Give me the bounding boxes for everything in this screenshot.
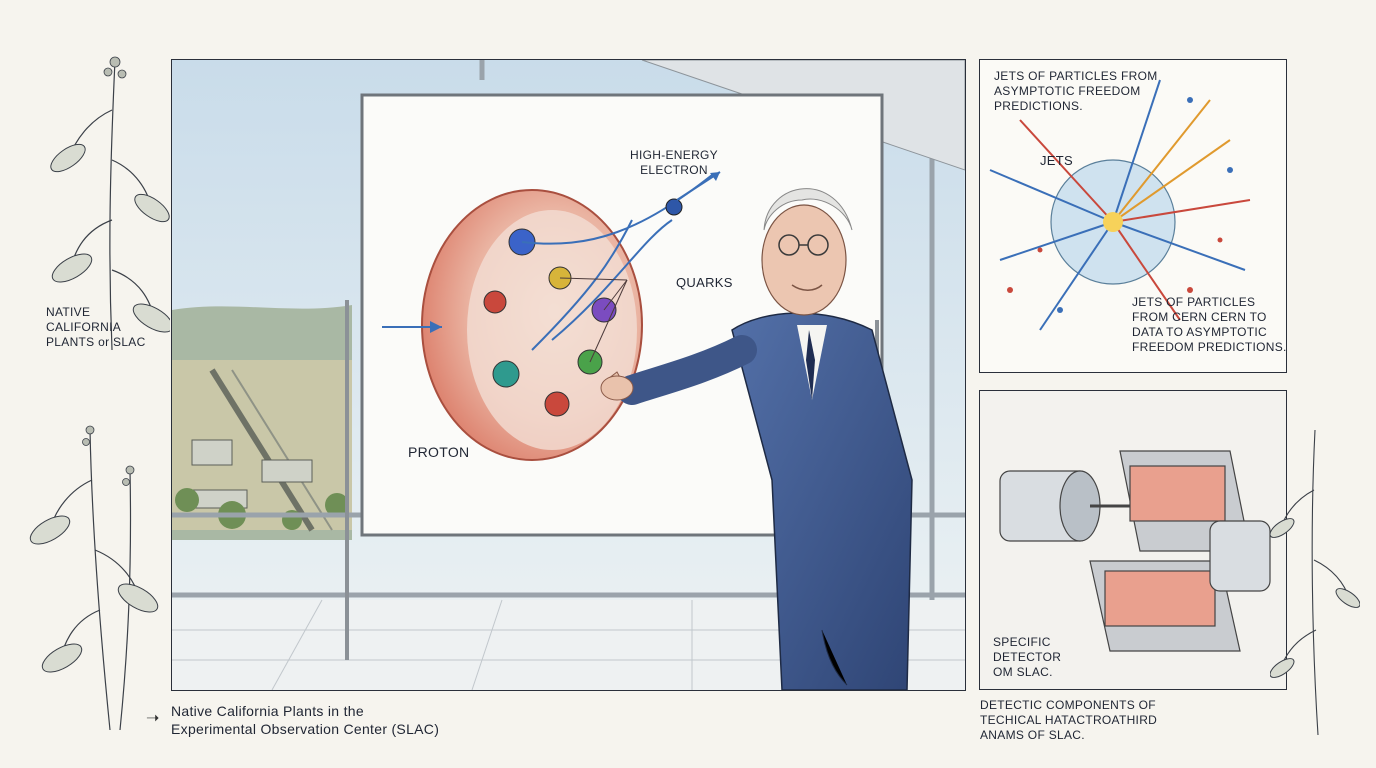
jets-desc-line-4: FREEDOM PREDICTIONS.	[1132, 340, 1287, 354]
left-caption-line-3: PLANTS or SLAC	[46, 335, 146, 349]
jets-desc-line-1: JETS OF PARTICLES	[1132, 295, 1256, 309]
plant-illustration-right	[1270, 420, 1360, 740]
detector-label-line-2: DETECTOR	[993, 650, 1062, 664]
detector-caption-line-1: DETECTIC COMPONENTS OF	[980, 698, 1156, 712]
electron-label-line-1: HIGH-ENERGY	[630, 148, 718, 162]
electron-label: HIGH-ENERGY ELECTRON	[630, 148, 718, 178]
plant-illustration-left	[20, 50, 170, 740]
jets-desc-line-3: DATA TO ASYMPTOTIC	[1132, 325, 1267, 339]
jets-title-line-1: JETS OF PARTICLES FROM	[994, 69, 1158, 83]
caption-arrow-icon: ➝	[146, 710, 160, 727]
detector-label-line-3: OM SLAC.	[993, 665, 1053, 679]
detector-caption-line-3: ANAMS OF SLAC.	[980, 728, 1085, 742]
quarks-label: QUARKS	[676, 275, 733, 290]
left-plants-caption: NATIVE CALIFORNIA PLANTS or SLAC	[46, 305, 146, 350]
detector-panel	[979, 390, 1287, 690]
proton-label: PROTON	[408, 444, 470, 460]
bottom-caption-line-1: Native California Plants in the	[171, 703, 364, 719]
jets-title-line-3: PREDICTIONS.	[994, 99, 1083, 113]
left-caption-line-2: CALIFORNIA	[46, 320, 122, 334]
left-caption-line-1: NATIVE	[46, 305, 91, 319]
detector-label-line-1: SPECIFIC	[993, 635, 1051, 649]
jets-label: JETS	[1040, 153, 1073, 168]
bottom-caption-line-2: Experimental Observation Center (SLAC)	[171, 720, 440, 737]
physicist-figure	[600, 188, 913, 690]
electron-label-line-2: ELECTRON	[640, 163, 708, 177]
detector-illustration	[980, 391, 1286, 689]
jets-desc-line-2: FROM CERN CERN TO	[1132, 310, 1267, 324]
jets-panel	[979, 59, 1287, 373]
detector-caption-line-2: TECHICAL HATACTROATHIRD	[980, 713, 1158, 727]
detector-label: SPECIFIC DETECTOR OM SLAC.	[993, 635, 1061, 680]
jets-title-line-2: ASYMPTOTIC FREEDOM	[994, 84, 1141, 98]
jets-panel-title: JETS OF PARTICLES FROM ASYMPTOTIC FREEDO…	[994, 69, 1158, 114]
jets-illustration	[989, 79, 1251, 331]
main-scene-illustration	[172, 60, 965, 690]
bottom-caption: Native California Plants in the Experime…	[171, 703, 439, 738]
detector-panel-caption: DETECTIC COMPONENTS OF TECHICAL HATACTRO…	[980, 698, 1157, 743]
main-scene-panel	[171, 59, 966, 691]
jets-panel-description: JETS OF PARTICLES FROM CERN CERN TO DATA…	[1132, 295, 1287, 355]
